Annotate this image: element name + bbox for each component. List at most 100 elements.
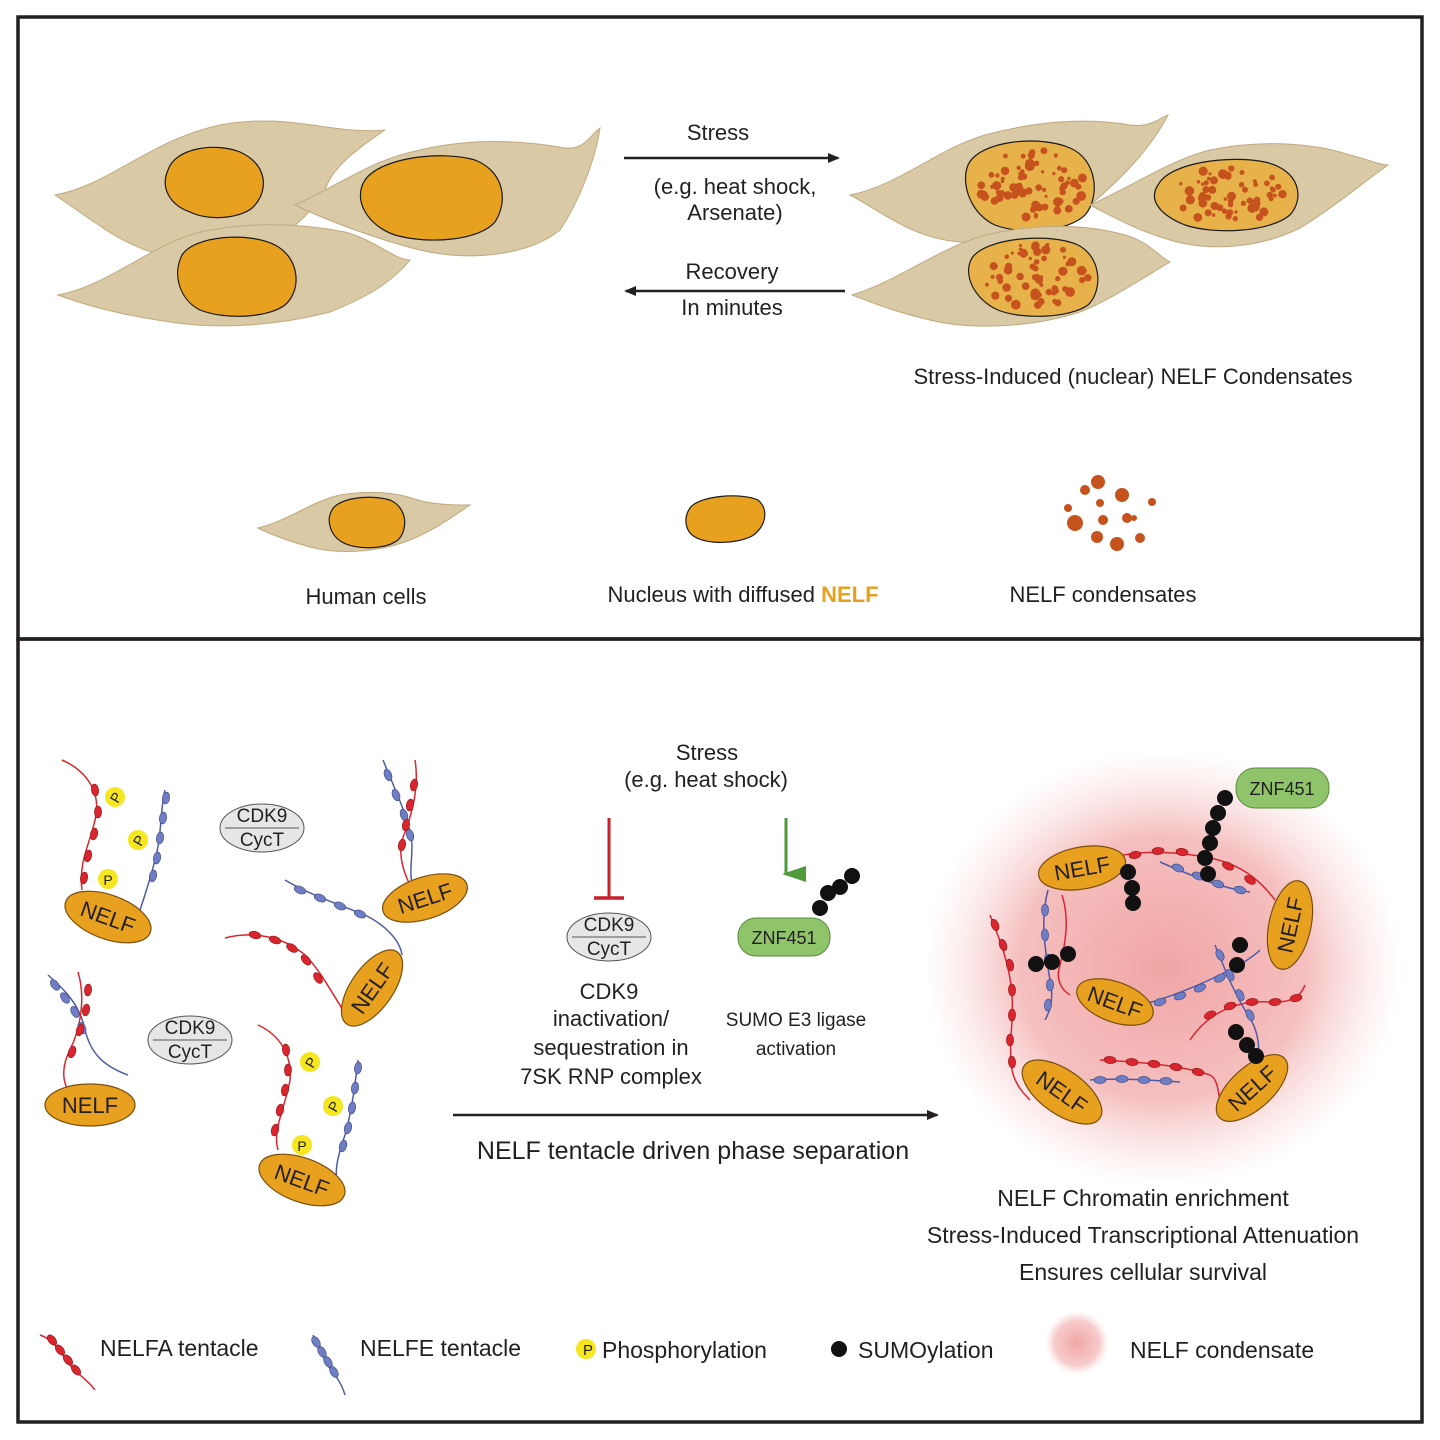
- condensate-droplet: [1052, 298, 1058, 304]
- condensate-droplet: [992, 181, 1002, 191]
- condensate-droplet: [1253, 182, 1258, 187]
- condensate-droplet: [1193, 213, 1203, 222]
- condensate-droplet: [1053, 206, 1062, 215]
- nelfa-bead: [1125, 1058, 1139, 1066]
- nelf-oval: [44, 1083, 136, 1127]
- cell-stressed-3: [850, 225, 1172, 327]
- nelfe-beads-c1: [1171, 863, 1247, 895]
- recovery-label: Recovery: [686, 259, 779, 284]
- condensate-droplet: [1196, 179, 1201, 184]
- condensate-droplet: [1000, 179, 1005, 184]
- nelfa-bead: [1128, 851, 1142, 859]
- condensate-droplet: [1057, 198, 1064, 205]
- condensate-droplet: [1184, 186, 1195, 196]
- nelfe-bead: [1171, 863, 1185, 873]
- cdk9-label: CDK9: [237, 806, 288, 827]
- phase-separation-label: NELF tentacle driven phase separation: [477, 1137, 909, 1165]
- condensate-droplet: [1033, 288, 1039, 293]
- nucleus-stressed-1: [964, 140, 1095, 232]
- condensate-droplet: [1252, 203, 1257, 208]
- condensate-droplet: [977, 181, 986, 190]
- condensate-droplet: [1256, 201, 1261, 206]
- condensate-droplet: [1206, 176, 1211, 181]
- condensate-droplet: [1002, 283, 1011, 292]
- condensate-droplet: [1032, 265, 1039, 272]
- condensate-droplet: [1255, 213, 1264, 221]
- condensate-droplets-1: [976, 147, 1087, 222]
- nelfe-beads-5: [338, 1061, 362, 1153]
- nelfa-beads-c1: [1128, 847, 1256, 885]
- condensate-droplet: [1077, 173, 1087, 183]
- nelfe-bead: [159, 811, 167, 825]
- condensate-droplet: [1185, 195, 1195, 205]
- bottom-panel-border: [16, 637, 1424, 1424]
- condensate-droplet: [1010, 191, 1019, 199]
- condensate-droplet: [989, 262, 998, 271]
- phospho-icon: [128, 830, 148, 850]
- nelf-complex-1: P P P NELF: [61, 759, 170, 944]
- condensate-droplet: [1041, 203, 1049, 211]
- phospho-icon: [98, 869, 118, 889]
- nelfe-bead: [343, 1121, 353, 1135]
- condensate-droplet: [1198, 166, 1208, 176]
- condensate-droplet: [1266, 191, 1274, 199]
- condensate-droplet: [991, 291, 1000, 300]
- condensate-droplet: [995, 194, 1004, 203]
- nelfe-bead: [156, 831, 164, 845]
- condensate-glow: [923, 748, 1403, 1188]
- nelfe-bead: [1046, 978, 1054, 992]
- condensate-droplet: [1203, 180, 1209, 186]
- condensate-droplet: [1208, 172, 1212, 176]
- nelfe-bead: [152, 851, 162, 865]
- nelfa-beads-1: [79, 783, 102, 885]
- nelfa-bead: [91, 783, 99, 797]
- condensate-droplet: [1056, 165, 1062, 171]
- inhibition-arrow: [594, 818, 624, 900]
- legend-nelfa-icon: [39, 1334, 96, 1391]
- cyct-label: CycT: [240, 830, 285, 851]
- condensate-droplet: [1016, 165, 1021, 170]
- condensate-droplet: [1211, 213, 1216, 217]
- nelfa-beads-c5: [1204, 993, 1303, 1020]
- cdk9-label: CDK9: [584, 915, 635, 936]
- nelfe-bead: [293, 885, 307, 895]
- condensate-droplet: [1065, 287, 1075, 297]
- condensate-droplets-3: [984, 241, 1092, 310]
- condensate-droplet: [1234, 210, 1238, 214]
- condensate-droplet: [1076, 191, 1087, 201]
- nelfa-bead: [1151, 847, 1165, 855]
- nelfe-bead: [1194, 983, 1206, 993]
- nelfe-bead: [1041, 903, 1049, 917]
- nelfa-bead: [1103, 1056, 1117, 1064]
- nelfa-bead: [1008, 1055, 1016, 1069]
- cdk-caption-2: inactivation/: [553, 1006, 670, 1031]
- condensate-droplet: [1242, 186, 1248, 193]
- nelfe-bead: [1225, 969, 1235, 981]
- phospho-icon: [323, 1096, 343, 1116]
- nelfa-bead: [94, 805, 102, 819]
- condensate-droplet: [1067, 176, 1071, 181]
- outcome-line-1: NELF Chromatin enrichment: [997, 1185, 1289, 1211]
- condensate-droplet: [1053, 153, 1058, 158]
- nelfa-bead: [1175, 848, 1189, 856]
- legend-condensates-label: NELF condensates: [1009, 582, 1196, 607]
- nelf-complex-2: NELF: [382, 759, 468, 923]
- nelfa-bead: [1008, 1008, 1016, 1022]
- condensate-droplet: [1045, 288, 1053, 296]
- nelfa-bead: [284, 1063, 292, 1077]
- nelf-oval: [1076, 978, 1154, 1026]
- nelfa-bead: [1147, 1060, 1161, 1068]
- condensate-droplet: [1021, 212, 1031, 222]
- condensate-droplet: [1040, 170, 1045, 174]
- stress-label-bottom: Stress: [676, 740, 738, 765]
- condensate-droplet: [1033, 160, 1040, 167]
- znf451-center: ZNF451: [737, 868, 860, 957]
- nelfa-beads-3: [248, 930, 323, 984]
- condensate-droplet: [1021, 282, 1030, 290]
- nelfa-beads-4: [67, 983, 92, 1059]
- unstressed-cells-group: [53, 120, 601, 327]
- cdk-caption-1: CDK9: [580, 979, 639, 1004]
- nelf-complex-5: P P P NELF: [257, 1024, 362, 1207]
- condensate-droplet: [1041, 255, 1047, 262]
- stress-example-line2: Arsenate): [687, 200, 782, 225]
